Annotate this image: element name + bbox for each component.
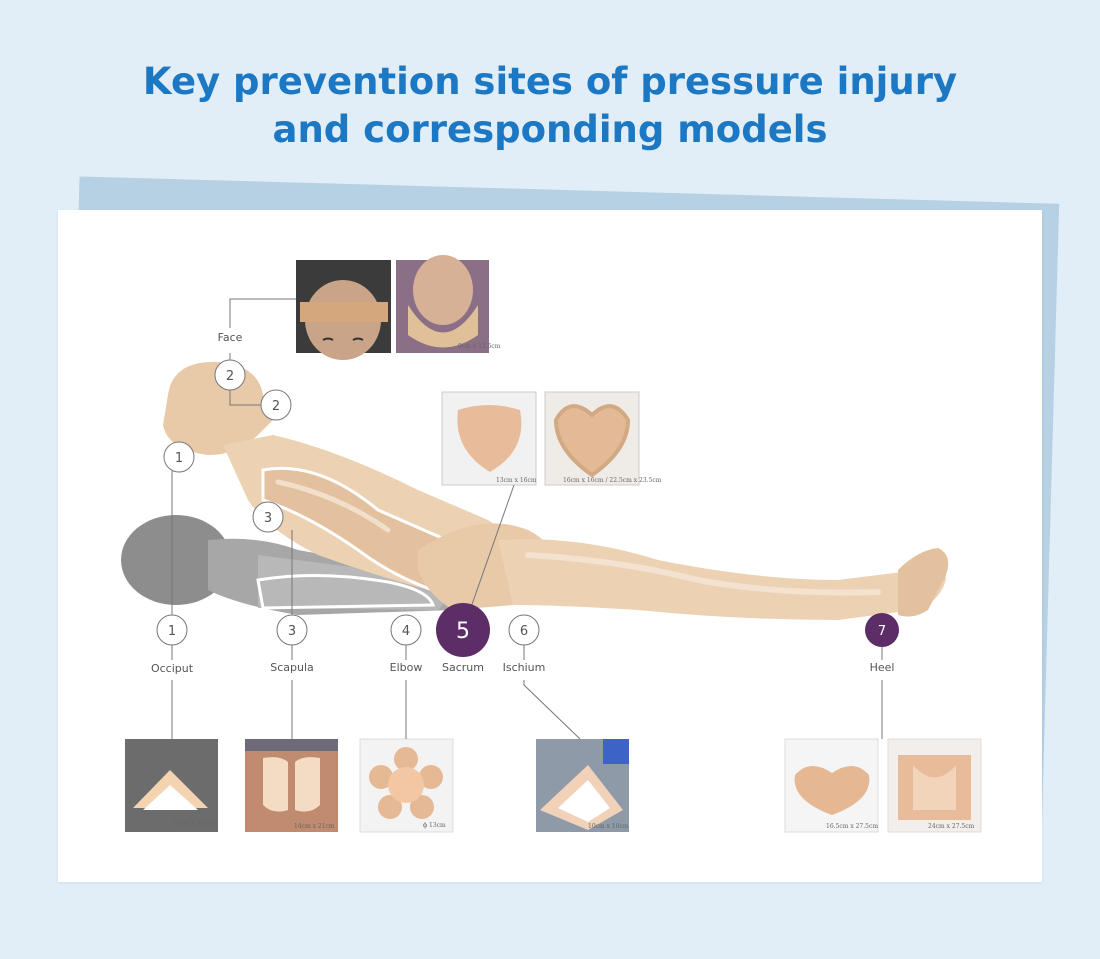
title-line-1: Key prevention sites of pressure injury [142, 60, 958, 103]
size-label-heel-a: 16.5cm x 27.5cm [826, 823, 878, 830]
svg-text:5: 5 [456, 619, 470, 644]
size-label-occiput: 10cm x 15cm [173, 820, 214, 827]
size-label-face-chin: 9cm x 12.5cm [458, 343, 501, 350]
svg-text:2: 2 [272, 399, 280, 414]
page-title: Key prevention sites of pressure injury … [0, 58, 1100, 154]
svg-text:4: 4 [402, 624, 410, 639]
marker-occiput-upper: 1 [163, 441, 195, 473]
gray-body-silhouette [121, 515, 454, 615]
label-elbow: Elbow [390, 661, 423, 674]
marker-heel: 7 [865, 613, 899, 647]
elbow-photo: ϕ 13cm [359, 738, 454, 833]
label-ischium: Ischium [503, 661, 546, 674]
face-photo-forehead [296, 260, 391, 360]
skin-body-silhouette [163, 361, 949, 620]
svg-text:1: 1 [168, 624, 176, 639]
title-line-2: and corresponding models [272, 108, 828, 151]
svg-text:7: 7 [878, 624, 886, 639]
size-label-scapula: 14cm x 21cm [294, 823, 335, 830]
label-occiput: Occiput [151, 662, 194, 675]
svg-text:2: 2 [226, 369, 234, 384]
label-scapula: Scapula [270, 661, 314, 674]
marker-occiput: 1 [156, 614, 188, 646]
diagram-card: 9cm x 12.5cm 13cm x 16cm 16cm x 16cm / 2… [58, 210, 1042, 882]
size-label-ischium: 10cm x 10cm [588, 823, 629, 830]
svg-text:3: 3 [288, 624, 296, 639]
body-diagram: 9cm x 12.5cm 13cm x 16cm 16cm x 16cm / 2… [121, 255, 982, 833]
sacrum-photo-b: 16cm x 16cm / 22.5cm x 23.5cm [544, 391, 662, 486]
size-label-heel-b: 24cm x 27.5cm [928, 823, 975, 830]
marker-sacrum: 5 [436, 603, 490, 657]
marker-ischium: 6 [508, 614, 540, 646]
marker-face-2b: 2 [260, 389, 292, 421]
label-face: Face [218, 331, 243, 344]
svg-text:6: 6 [520, 624, 528, 639]
connector-lines [171, 298, 883, 740]
face-photo-chin: 9cm x 12.5cm [396, 255, 501, 353]
marker-scapula-upper: 3 [252, 501, 284, 533]
scapula-photo: 14cm x 21cm [245, 739, 338, 832]
label-sacrum: Sacrum [442, 661, 484, 674]
marker-elbow: 4 [390, 614, 422, 646]
label-heel: Heel [870, 661, 895, 674]
sacrum-photo-a: 13cm x 16cm [441, 391, 537, 486]
size-label-sacrum-a: 13cm x 16cm [496, 477, 537, 484]
occiput-photo: 10cm x 15cm [125, 739, 218, 832]
svg-text:1: 1 [175, 451, 183, 466]
svg-text:3: 3 [264, 511, 272, 526]
heel-photo-b: 24cm x 27.5cm [887, 738, 982, 833]
size-label-elbow: ϕ 13cm [423, 822, 446, 829]
marker-scapula: 3 [276, 614, 308, 646]
ischium-photo: 10cm x 10cm [536, 739, 629, 832]
heel-photo-a: 16.5cm x 27.5cm [784, 738, 879, 833]
marker-face-2a: 2 [214, 359, 246, 391]
size-label-sacrum-b: 16cm x 16cm / 22.5cm x 23.5cm [563, 477, 662, 484]
